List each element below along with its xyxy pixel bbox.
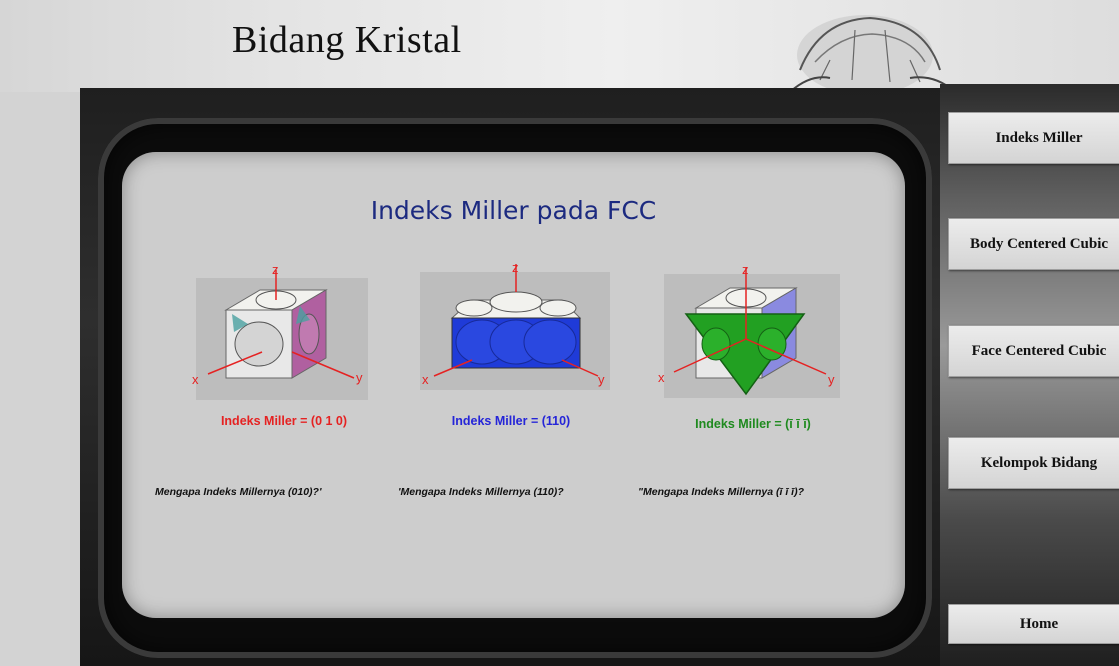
left-margin xyxy=(0,92,80,666)
app-title: Bidang Kristal xyxy=(232,19,462,61)
miller-label-111: Indeks Miller = (ī ī ī) xyxy=(695,417,811,431)
header-banner: Bidang Kristal xyxy=(0,0,1119,92)
axis-y-label: y xyxy=(356,370,363,385)
sidebar-nav: Indeks Miller Body Centered Cubic Face C… xyxy=(940,84,1119,666)
nav-button-home[interactable]: Home xyxy=(948,604,1119,644)
axis-z-label: z xyxy=(272,266,279,277)
crystal-figure-110: z x y xyxy=(420,262,610,390)
question-link-110[interactable]: 'Mengapa Indeks Millernya (110)? xyxy=(398,486,564,498)
nav-button-kelompok-bidang[interactable]: Kelompok Bidang xyxy=(948,437,1119,489)
miller-label-110: Indeks Miller = (110) xyxy=(451,414,571,428)
axis-z-label: z xyxy=(742,264,749,277)
page-heading: Indeks Miller pada FCC xyxy=(370,196,657,225)
axis-x-label: x xyxy=(658,370,665,385)
axis-y-label: y xyxy=(598,372,605,387)
miller-label-010: Indeks Miller = (0 1 0) xyxy=(220,414,348,428)
axis-z-label: z xyxy=(512,262,519,275)
nav-button-face-centered-cubic[interactable]: Face Centered Cubic xyxy=(948,325,1119,377)
nav-button-body-centered-cubic[interactable]: Body Centered Cubic xyxy=(948,218,1119,270)
axis-x-label: x xyxy=(422,372,429,387)
question-link-010[interactable]: Mengapa Indeks Millernya (010)?' xyxy=(155,486,322,498)
axis-x-label: x xyxy=(192,372,199,387)
decorative-sketch-image xyxy=(789,15,956,92)
question-link-111[interactable]: "Mengapa Indeks Millernya (ī ī ī)? xyxy=(638,486,805,498)
nav-button-indeks-miller[interactable]: Indeks Miller xyxy=(948,112,1119,164)
crystal-figure-111: z x y xyxy=(658,264,840,398)
crystal-figure-010: z x y xyxy=(192,266,368,400)
axis-y-label: y xyxy=(828,372,835,387)
tv-screen: Indeks Miller pada FCC z x y Indeks Mill… xyxy=(122,152,905,618)
